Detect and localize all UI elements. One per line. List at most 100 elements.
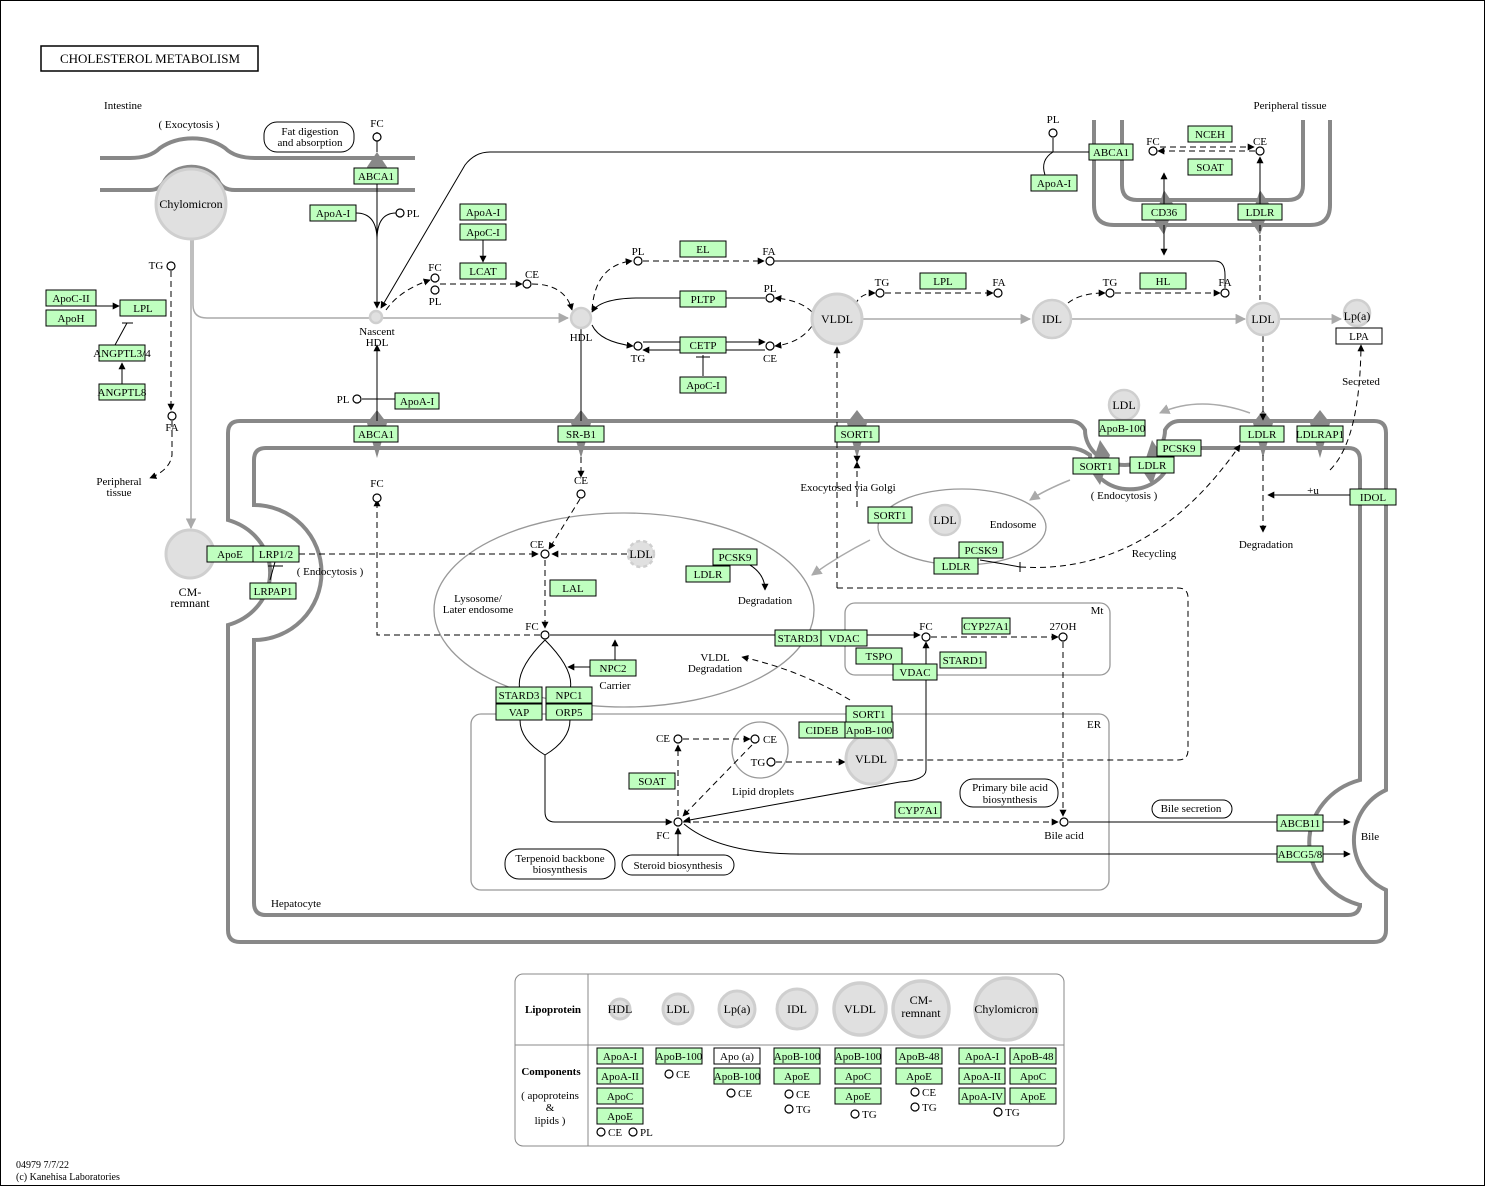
compound-node[interactable]: [766, 757, 776, 767]
gene-soat[interactable]: SOAT: [628, 772, 676, 790]
lipoprotein-nascent-hdl[interactable]: [368, 309, 384, 325]
gene-cetp[interactable]: CETP: [679, 336, 727, 354]
compound-node[interactable]: [372, 132, 382, 142]
lipoprotein-ldl[interactable]: LDL: [1245, 301, 1281, 337]
gene-lal[interactable]: LAL: [549, 579, 597, 597]
gene-vdac[interactable]: VDAC: [820, 629, 868, 647]
gene-lrp1-2[interactable]: LRP1/2: [252, 545, 300, 563]
gene-pcsk9[interactable]: PCSK9: [958, 541, 1004, 559]
gene-soat[interactable]: SOAT: [1187, 158, 1233, 176]
gene-vdac[interactable]: VDAC: [892, 663, 938, 681]
compound-node[interactable]: [1059, 817, 1069, 827]
compound-node[interactable]: [1148, 146, 1158, 156]
gene-sort1[interactable]: SORT1: [845, 705, 893, 723]
compound-node[interactable]: [633, 256, 643, 266]
gene-stard3[interactable]: STARD3: [495, 686, 543, 704]
compound-node[interactable]: [352, 394, 362, 404]
lipoprotein-hdl[interactable]: [569, 306, 593, 330]
gene-lpl[interactable]: LPL: [119, 299, 167, 317]
gene-apoa-i[interactable]: ApoA-I: [309, 204, 357, 222]
gene-abca1[interactable]: ABCA1: [353, 425, 399, 443]
gene-npc1[interactable]: NPC1: [545, 686, 593, 704]
gene-apob-100[interactable]: ApoB-100: [1098, 419, 1146, 437]
compound-node[interactable]: [765, 293, 775, 303]
compound-node[interactable]: [1105, 288, 1115, 298]
gene-apoc-i[interactable]: ApoC-I: [679, 376, 727, 394]
lipoprotein-vldl[interactable]: VLDL: [810, 292, 864, 346]
compound-node[interactable]: [395, 208, 405, 218]
compound-node[interactable]: [921, 632, 931, 642]
gene-stard3[interactable]: STARD3: [774, 629, 822, 647]
gene-pltp[interactable]: PLTP: [679, 290, 727, 308]
gene-ldlr[interactable]: LDLR: [933, 557, 979, 575]
gene-apoh[interactable]: ApoH: [45, 309, 97, 327]
compound-node[interactable]: [993, 288, 1003, 298]
compound-node[interactable]: [576, 489, 586, 499]
compound-node[interactable]: [633, 341, 643, 351]
gene-abca1[interactable]: ABCA1: [353, 167, 399, 185]
gene-stard1[interactable]: STARD1: [939, 651, 987, 669]
gene-ldlr[interactable]: LDLR: [1237, 203, 1283, 221]
lipoprotein-ldl[interactable]: LDL: [1107, 388, 1141, 422]
compound-node[interactable]: [166, 261, 176, 271]
gene-ldlr[interactable]: LDLR: [1239, 425, 1285, 443]
compound-node[interactable]: [540, 549, 550, 559]
compound-node[interactable]: [430, 285, 440, 295]
compound-node[interactable]: [167, 411, 177, 421]
gene-ldlrap1[interactable]: LDLRAP1: [1296, 425, 1344, 443]
gene-sr-b1[interactable]: SR-B1: [557, 425, 605, 443]
gene-el[interactable]: EL: [679, 240, 727, 258]
gene-npc2[interactable]: NPC2: [589, 659, 637, 677]
gene-lcat[interactable]: LCAT: [459, 262, 507, 280]
compound-node[interactable]: [673, 734, 683, 744]
compound-node[interactable]: [765, 256, 775, 266]
gene-abcb11[interactable]: ABCB11: [1276, 814, 1324, 832]
gene-apoa-i[interactable]: ApoA-I: [394, 392, 440, 410]
lipoprotein-ldl[interactable]: LDL: [928, 503, 962, 537]
compound-node[interactable]: [875, 288, 885, 298]
lipoprotein-chylomicron[interactable]: Chylomicron: [154, 167, 228, 241]
lipoprotein-ldl[interactable]: LDL: [626, 539, 656, 569]
gene-lpl[interactable]: LPL: [919, 272, 967, 290]
compound-node[interactable]: [1048, 128, 1058, 138]
compound-node[interactable]: [765, 341, 775, 351]
gene-abca1[interactable]: ABCA1: [1088, 143, 1134, 161]
gene-ldlr[interactable]: LDLR: [685, 565, 731, 583]
gene-apob-100[interactable]: ApoB-100: [844, 721, 894, 739]
gene-lpa[interactable]: LPA: [1335, 327, 1383, 345]
gene-tspo[interactable]: TSPO: [855, 647, 903, 665]
gene-cd36[interactable]: CD36: [1141, 203, 1187, 221]
gene-pcsk9[interactable]: PCSK9: [1156, 439, 1202, 457]
gene-nceh[interactable]: NCEH: [1187, 125, 1233, 143]
gene-cideb[interactable]: CIDEB: [798, 721, 846, 739]
compound-node[interactable]: [430, 273, 440, 283]
gene-sort1[interactable]: SORT1: [1072, 457, 1120, 475]
gene-hl[interactable]: HL: [1139, 272, 1187, 290]
gene-ldlr[interactable]: LDLR: [1129, 456, 1175, 474]
gene-apoa-i[interactable]: ApoA-I: [459, 203, 507, 221]
gene-abcg5-8[interactable]: ABCG5/8: [1276, 845, 1324, 863]
gene-pcsk9[interactable]: PCSK9: [712, 548, 758, 566]
lipoprotein-cm[interactable]: CM-: [164, 528, 216, 599]
gene-apoc-i[interactable]: ApoC-I: [459, 223, 507, 241]
compound-node[interactable]: [540, 630, 550, 640]
gene-orp5[interactable]: ORP5: [545, 703, 593, 721]
gene-cyp27a1[interactable]: CYP27A1: [961, 617, 1011, 635]
compound-node[interactable]: [1058, 632, 1068, 642]
gene-idol[interactable]: IDOL: [1349, 488, 1397, 506]
compound-node[interactable]: [522, 279, 532, 289]
lipoprotein-lp-a[interactable]: Lp(a): [1342, 298, 1372, 328]
compound-node[interactable]: [1220, 288, 1230, 298]
gene-cyp7a1[interactable]: CYP7A1: [894, 801, 942, 819]
lipoprotein-vldl[interactable]: VLDL: [844, 732, 898, 786]
compound-node[interactable]: [673, 817, 683, 827]
gene-sort1[interactable]: SORT1: [834, 425, 880, 443]
gene-lrpap1[interactable]: LRPAP1: [249, 582, 297, 600]
compound-node[interactable]: [750, 734, 760, 744]
gene-vap[interactable]: VAP: [495, 703, 543, 721]
gene-angptl8[interactable]: ANGPTL8: [98, 383, 147, 401]
gene-apoa-i[interactable]: ApoA-I: [1030, 174, 1078, 192]
gene-apoc-ii[interactable]: ApoC-II: [45, 289, 97, 307]
compound-node[interactable]: [372, 493, 382, 503]
gene-sort1[interactable]: SORT1: [867, 506, 913, 524]
